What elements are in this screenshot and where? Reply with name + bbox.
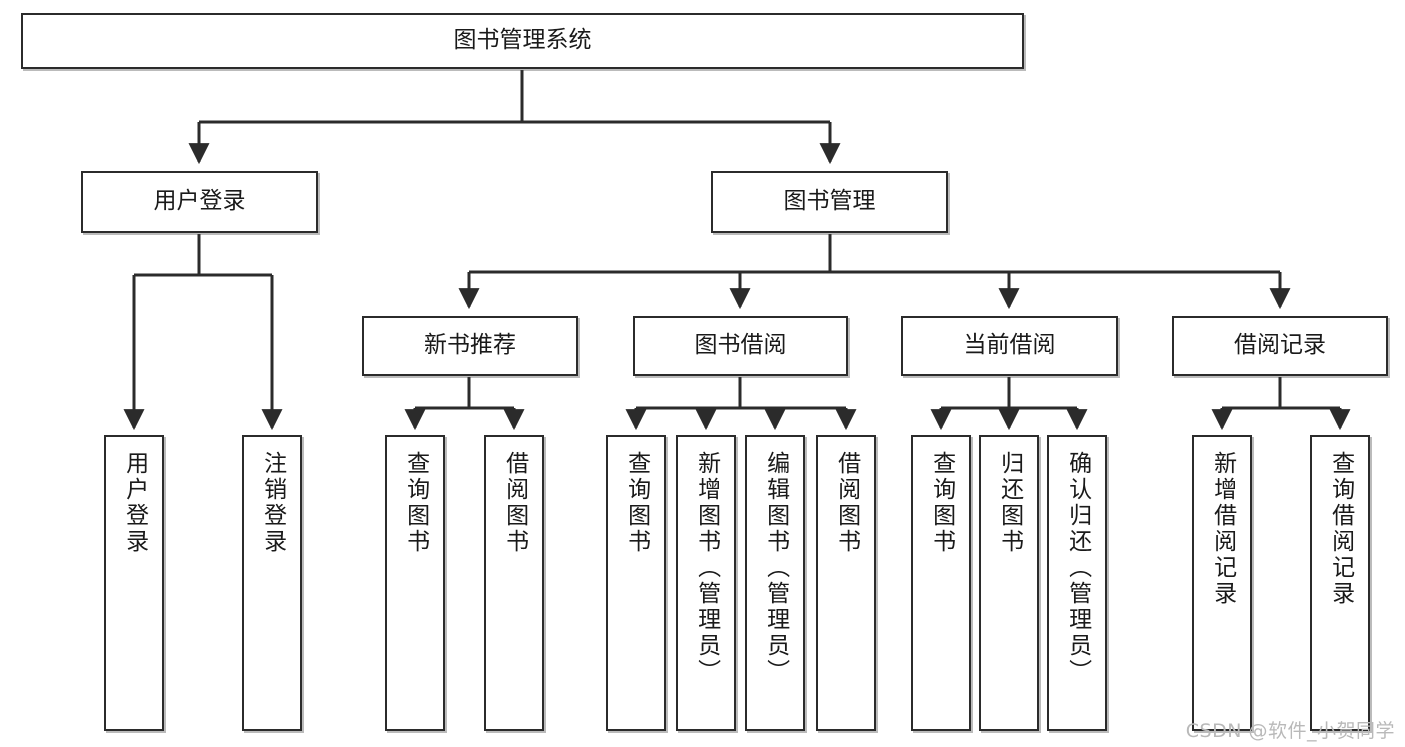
node-book-management-system[interactable]: 图书管理系统 xyxy=(21,13,1024,69)
node-label: 图书借阅 xyxy=(694,332,787,359)
node-leaf-logout-login[interactable]: 注销登录 xyxy=(242,435,302,731)
node-label: 查询图书 xyxy=(928,451,955,555)
node-book-borrow[interactable]: 图书借阅 xyxy=(633,316,848,376)
node-borrow-record[interactable]: 借阅记录 xyxy=(1172,316,1388,376)
node-label: 当前借阅 xyxy=(963,332,1056,359)
node-label: 编辑图书（管理员） xyxy=(762,451,789,685)
node-label: 图书管理 xyxy=(783,188,876,215)
node-label: 归还图书 xyxy=(996,451,1023,555)
node-leaf-confirm-return[interactable]: 确认归还（管理员） xyxy=(1047,435,1107,731)
node-label: 图书管理系统 xyxy=(453,27,592,54)
node-current-borrow[interactable]: 当前借阅 xyxy=(901,316,1118,376)
node-leaf-edit-book[interactable]: 编辑图书（管理员） xyxy=(745,435,805,731)
node-label: 注销登录 xyxy=(259,451,286,555)
node-book-management[interactable]: 图书管理 xyxy=(711,171,948,233)
node-new-book-recommend[interactable]: 新书推荐 xyxy=(362,316,578,376)
node-leaf-return-book[interactable]: 归还图书 xyxy=(979,435,1039,731)
node-leaf-query-book-1[interactable]: 查询图书 xyxy=(385,435,445,731)
node-label: 借阅图书 xyxy=(833,451,860,555)
node-label: 新增图书（管理员） xyxy=(693,451,720,685)
node-leaf-query-record[interactable]: 查询借阅记录 xyxy=(1310,435,1370,731)
node-label: 用户登录 xyxy=(121,451,148,555)
node-user-login[interactable]: 用户登录 xyxy=(81,171,318,233)
node-label: 确认归还（管理员） xyxy=(1064,451,1091,685)
node-leaf-add-book[interactable]: 新增图书（管理员） xyxy=(676,435,736,731)
node-leaf-query-book-2[interactable]: 查询图书 xyxy=(606,435,666,731)
node-label: 查询图书 xyxy=(402,451,429,555)
node-leaf-query-book-3[interactable]: 查询图书 xyxy=(911,435,971,731)
node-label: 借阅记录 xyxy=(1234,332,1326,359)
node-label: 新增借阅记录 xyxy=(1209,451,1236,607)
node-label: 查询借阅记录 xyxy=(1327,451,1354,607)
node-leaf-add-record[interactable]: 新增借阅记录 xyxy=(1192,435,1252,731)
node-leaf-user-login[interactable]: 用户登录 xyxy=(104,435,164,731)
node-label: 借阅图书 xyxy=(501,451,528,555)
node-label: 新书推荐 xyxy=(424,332,516,359)
node-label: 查询图书 xyxy=(623,451,650,555)
node-label: 用户登录 xyxy=(153,188,246,215)
node-leaf-borrow-book-2[interactable]: 借阅图书 xyxy=(816,435,876,731)
node-leaf-borrow-book-1[interactable]: 借阅图书 xyxy=(484,435,544,731)
